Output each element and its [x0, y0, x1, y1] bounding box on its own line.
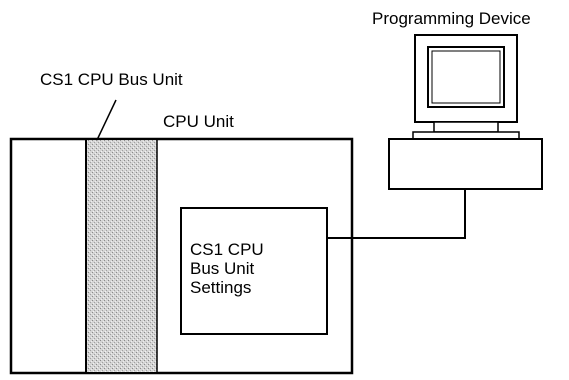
computer-monitor-icon [388, 34, 543, 190]
cs1-cpu-bus-unit-slot [87, 140, 157, 372]
settings-label-line-2: Bus Unit [190, 259, 255, 278]
settings-box-label: CS1 CPU Bus Unit Settings [190, 240, 264, 297]
monitor-screen [427, 46, 505, 108]
settings-label-line-1: CS1 CPU [190, 240, 264, 259]
monitor-screen-inner [431, 50, 501, 104]
cs1-cpu-bus-unit-label: CS1 CPU Bus Unit [40, 70, 183, 89]
computer-base-unit [388, 138, 543, 190]
programming-device-label: Programming Device [372, 9, 531, 28]
connection-cable [327, 189, 466, 239]
cpu-unit-label: CPU Unit [163, 112, 234, 131]
monitor-neck [433, 121, 499, 133]
settings-box [180, 207, 328, 335]
settings-label-line-3: Settings [190, 278, 252, 297]
monitor-stand [412, 131, 520, 140]
bus-unit-leader-line [96, 99, 117, 141]
